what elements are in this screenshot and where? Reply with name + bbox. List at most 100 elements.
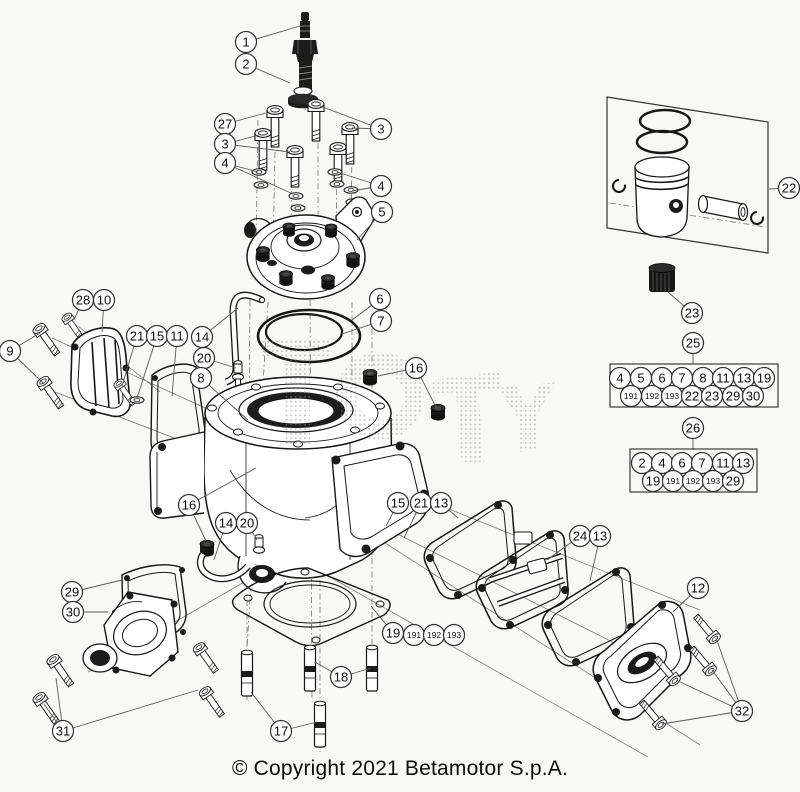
svg-text:16: 16 xyxy=(409,361,423,376)
group-25-part-30: 30 xyxy=(741,384,765,408)
svg-text:13: 13 xyxy=(736,456,750,471)
svg-text:29: 29 xyxy=(726,389,740,404)
callout-20: 20 xyxy=(235,511,259,535)
group-26-part-192: 192 xyxy=(681,469,705,493)
svg-text:31: 31 xyxy=(56,724,70,739)
callout-4: 4 xyxy=(369,174,393,198)
svg-text:21: 21 xyxy=(414,496,428,511)
group-25-part-4: 4 xyxy=(608,366,632,390)
watermark xyxy=(262,340,556,464)
callout-19: 19 xyxy=(381,621,405,645)
fitting-20-top xyxy=(231,360,245,388)
group-25-part-29: 29 xyxy=(721,384,745,408)
svg-text:24: 24 xyxy=(573,529,587,544)
svg-text:17: 17 xyxy=(274,724,288,739)
svg-text:3: 3 xyxy=(377,122,384,137)
spark-plug xyxy=(292,12,318,97)
group-26-part-13: 13 xyxy=(731,451,755,475)
callout-15: 15 xyxy=(145,324,169,348)
cylinder-head xyxy=(244,196,375,300)
callout-24: 24 xyxy=(568,524,592,548)
callout-14: 14 xyxy=(190,325,214,349)
callout-15: 15 xyxy=(386,491,410,515)
svg-text:8: 8 xyxy=(197,371,204,386)
svg-text:192: 192 xyxy=(427,630,441,640)
svg-text:2: 2 xyxy=(242,57,249,72)
svg-text:5: 5 xyxy=(378,205,385,220)
svg-text:5: 5 xyxy=(637,371,644,386)
callout-12: 12 xyxy=(686,576,710,600)
group-25-part-11: 11 xyxy=(711,366,735,390)
group-26-part-11: 11 xyxy=(711,451,735,475)
piston xyxy=(634,156,690,238)
svg-text:191: 191 xyxy=(407,630,421,640)
svg-text:6: 6 xyxy=(678,456,685,471)
piston-kit-box xyxy=(606,96,769,254)
svg-text:192: 192 xyxy=(645,391,659,401)
svg-text:27: 27 xyxy=(218,117,232,132)
callout-31: 31 xyxy=(51,719,75,743)
svg-text:28: 28 xyxy=(76,293,90,308)
breather-tube-top xyxy=(224,291,266,386)
group-26-part-193: 193 xyxy=(701,469,725,493)
group-25-part-23: 23 xyxy=(700,384,724,408)
piston-rings xyxy=(635,108,692,155)
callout-3: 3 xyxy=(213,132,237,156)
callout-4: 4 xyxy=(213,151,237,175)
svg-text:26: 26 xyxy=(686,421,700,436)
needle-bearing-23 xyxy=(648,263,676,292)
callout-193: 193 xyxy=(442,623,466,647)
callout-8: 8 xyxy=(189,366,213,390)
svg-text:29: 29 xyxy=(726,474,740,489)
callout-21: 21 xyxy=(409,491,433,515)
reed-cover-12 xyxy=(592,600,692,721)
svg-text:13: 13 xyxy=(434,496,448,511)
callout-25: 25 xyxy=(681,331,705,355)
wrist-pin xyxy=(697,195,749,221)
reed-cover-left xyxy=(70,327,131,418)
callout-20: 20 xyxy=(192,346,216,370)
callout-23: 23 xyxy=(680,301,704,325)
callout-27: 27 xyxy=(213,112,237,136)
svg-text:7: 7 xyxy=(377,314,384,329)
svg-text:3: 3 xyxy=(221,137,228,152)
callout-13: 13 xyxy=(429,491,453,515)
svg-text:7: 7 xyxy=(698,456,705,471)
svg-text:23: 23 xyxy=(705,389,719,404)
reed-gasket-13-a xyxy=(423,500,518,600)
svg-text:2: 2 xyxy=(638,456,645,471)
svg-text:15: 15 xyxy=(150,329,164,344)
svg-text:10: 10 xyxy=(97,293,111,308)
svg-text:12: 12 xyxy=(691,581,705,596)
svg-text:13: 13 xyxy=(737,371,751,386)
group-25-part-22: 22 xyxy=(680,384,704,408)
svg-text:193: 193 xyxy=(447,630,461,640)
svg-text:4: 4 xyxy=(221,156,228,171)
cylinder-base-gasket xyxy=(231,567,391,647)
fitting-20-bottom xyxy=(252,534,266,554)
svg-text:191: 191 xyxy=(624,391,638,401)
callout-192: 192 xyxy=(422,623,446,647)
svg-text:19: 19 xyxy=(386,626,400,641)
callout-3: 3 xyxy=(369,117,393,141)
callout-9: 9 xyxy=(0,339,22,363)
callout-14: 14 xyxy=(214,511,238,535)
head-bolts xyxy=(251,99,361,212)
callout-16: 16 xyxy=(177,493,201,517)
svg-text:6: 6 xyxy=(658,371,665,386)
dowel-pins xyxy=(240,644,379,748)
group-26-part-29: 29 xyxy=(721,469,745,493)
callout-28: 28 xyxy=(71,288,95,312)
svg-text:30: 30 xyxy=(66,605,80,620)
breather-tube-bottom xyxy=(196,552,251,583)
callout-22: 22 xyxy=(777,176,800,200)
svg-text:29: 29 xyxy=(65,585,79,600)
svg-text:30: 30 xyxy=(746,389,760,404)
group-26-part-19: 19 xyxy=(641,469,665,493)
svg-text:191: 191 xyxy=(666,476,680,486)
callout-29: 29 xyxy=(60,580,84,604)
